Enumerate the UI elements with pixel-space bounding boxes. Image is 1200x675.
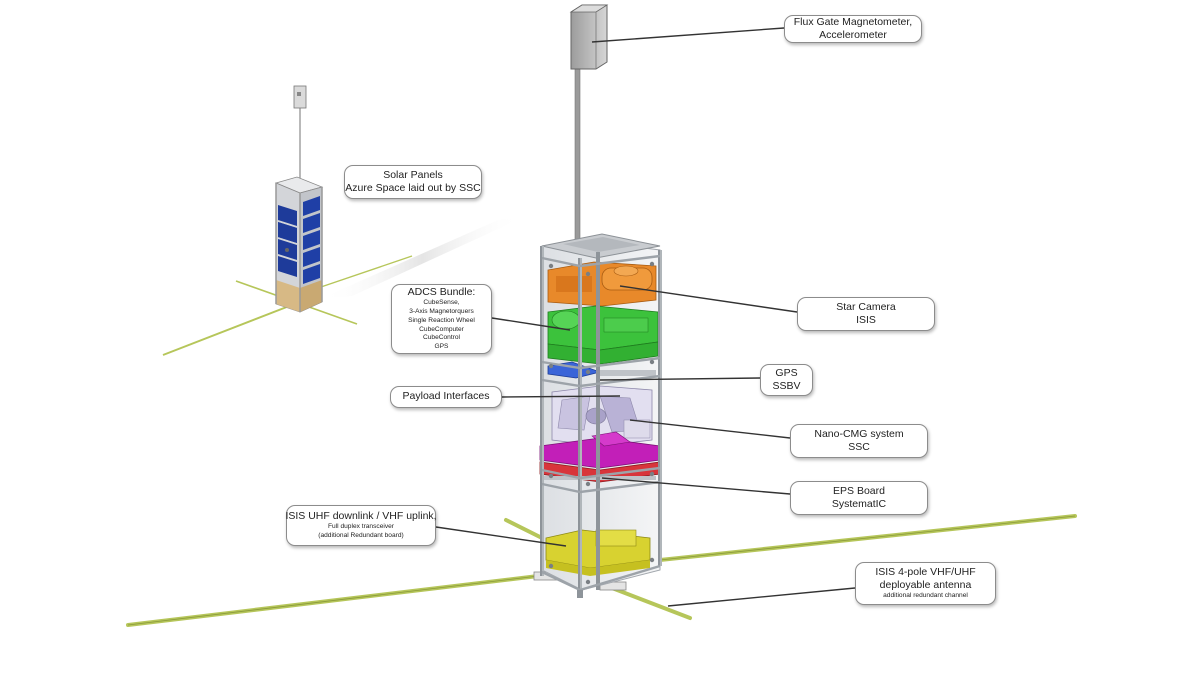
callout-adcs-bundle: ADCS Bundle: CubeSense, 3-Axis Magnetorq…	[391, 284, 492, 354]
leader-lines	[435, 27, 856, 607]
callout-nano-cmg: Nano-CMG system SSC	[790, 424, 928, 458]
callout-antenna-line2: deployable antenna	[879, 579, 972, 592]
callout-star-camera: Star Camera ISIS	[797, 297, 935, 331]
callout-adcs-item: CubeSense,	[423, 298, 460, 306]
callout-cmg-line2: SSC	[848, 441, 870, 453]
callout-cmg-line1: Nano-CMG system	[814, 427, 904, 440]
leader-gps	[599, 377, 761, 381]
leader-magnetometer	[591, 27, 785, 43]
callout-magnetometer-line1: Flux Gate Magnetometer,	[793, 15, 913, 28]
callout-gps-line1: GPS	[775, 366, 798, 379]
leader-uhf	[435, 526, 567, 547]
small-satellite	[162, 85, 522, 356]
large-satellite	[126, 4, 1077, 627]
leader-star-camera	[619, 285, 798, 313]
callout-magnetometer: Flux Gate Magnetometer, Accelerometer	[784, 15, 922, 43]
callout-star-camera-line2: ISIS	[856, 314, 876, 326]
leader-antenna	[667, 587, 856, 607]
small-bottom-section	[276, 280, 300, 312]
callout-adcs-title: ADCS Bundle:	[407, 285, 476, 298]
small-antenna-3	[317, 255, 413, 289]
callout-payload-interfaces: Payload Interfaces	[390, 386, 502, 408]
star-camera-module	[547, 261, 657, 307]
callout-uhf-sub2: (additional Redundant board)	[318, 532, 404, 540]
callout-uhf-transceiver: ISIS UHF downlink / VHF uplink, Full dup…	[285, 505, 437, 546]
callout-solar-line2: Azure Space laid out by SSC	[345, 182, 481, 194]
small-antenna-1	[162, 302, 298, 356]
callout-adcs-item: CubeControl	[422, 334, 461, 342]
leader-cmg	[629, 419, 791, 439]
callout-eps-line2: SystematIC	[831, 498, 887, 510]
glare-streak	[322, 218, 522, 298]
callout-eps-board: EPS Board SystematIC	[790, 481, 928, 515]
callout-adcs-item: GPS	[434, 343, 449, 351]
callout-deployable-antenna: ISIS 4-pole VHF/UHF deployable antenna a…	[855, 562, 996, 605]
callout-adcs-item: 3-Axis Magnetorquers	[409, 307, 474, 315]
callout-antenna-line1: ISIS 4-pole VHF/UHF	[875, 565, 976, 578]
magnetometer-box	[570, 4, 608, 70]
callout-star-camera-line1: Star Camera	[836, 300, 896, 313]
callout-gps-line2: SSBV	[772, 380, 801, 392]
antenna-front	[610, 586, 692, 620]
callout-solar-line1: Solar Panels	[383, 168, 443, 181]
adcs-module	[547, 305, 659, 365]
callout-uhf-line1: ISIS UHF downlink / VHF uplink,	[285, 510, 437, 523]
callout-magnetometer-line2: Accelerometer	[819, 29, 887, 41]
small-magnetometer	[293, 85, 307, 109]
callout-adcs-item: CubeComputer	[419, 325, 464, 333]
callout-gps: GPS SSBV	[760, 364, 813, 396]
callout-uhf-sub1: Full duplex transceiver	[328, 523, 394, 531]
callout-payload-line1: Payload Interfaces	[402, 390, 490, 403]
leader-adcs	[491, 317, 571, 331]
small-solar-cells-right	[303, 196, 320, 284]
frame-rails	[540, 246, 662, 596]
small-solar-cells-left	[278, 205, 297, 277]
callout-solar-panels: Solar Panels Azure Space laid out by SSC	[344, 165, 482, 199]
leader-eps	[601, 477, 791, 495]
callout-antenna-sub1: additional redundant channel	[883, 592, 968, 600]
callout-adcs-item: Single Reaction Wheel	[408, 316, 475, 324]
callout-eps-line1: EPS Board	[833, 484, 885, 497]
magnetometer-boom	[574, 65, 581, 257]
leader-payload	[501, 395, 621, 398]
